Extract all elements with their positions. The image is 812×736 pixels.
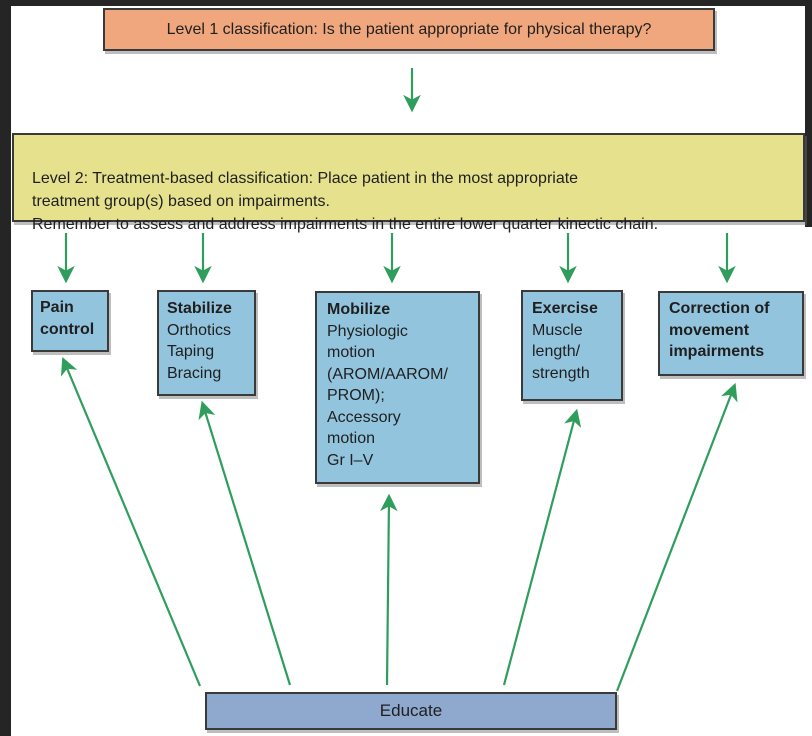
- arrow-educate-to-correction-icon: [615, 382, 738, 692]
- treatment-details: Muscle length/ strength: [532, 321, 590, 382]
- treatment-details: Orthotics Taping Bracing: [167, 321, 232, 382]
- treatment-box-mobilize: Mobilize Physiologic motion (AROM/AAROM/…: [315, 291, 480, 484]
- level2-classification-box: Level 2: Treatment-based classification:…: [12, 133, 805, 233]
- treatment-title: Mobilize: [327, 301, 391, 318]
- treatment-box-stabilize: Stabilize Orthotics Taping Bracing: [157, 290, 256, 396]
- treatment-title: Correction of movement impairments: [669, 300, 770, 360]
- educate-label: Educate: [379, 701, 443, 720]
- treatment-box-pain-control: Pain control: [31, 290, 109, 352]
- treatment-title: Pain control: [40, 299, 95, 338]
- arrow-educate-to-pain-control-icon: [60, 356, 202, 687]
- arrow-educate-to-exercise-icon: [502, 408, 582, 686]
- treatment-title: Stabilize: [167, 300, 232, 317]
- treatment-box-correction-of-movement-impairments: Correction of movement impairments: [658, 291, 804, 376]
- treatment-details: Physiologic motion (AROM/AAROM/ PROM); A…: [327, 322, 448, 469]
- educate-box: Educate: [205, 692, 617, 730]
- treatment-box-exercise: Exercise Muscle length/ strength: [521, 290, 623, 401]
- arrow-educate-to-mobilize-icon: [380, 493, 398, 686]
- treatment-title: Exercise: [532, 300, 598, 317]
- frame-edge-left: [0, 0, 11, 736]
- level2-classification-text: Level 2: Treatment-based classification:…: [32, 170, 659, 233]
- arrow-educate-to-stabilize-icon: [198, 400, 292, 686]
- level1-classification-text: Level 1 classification: Is the patient a…: [166, 20, 652, 38]
- level1-classification-box: Level 1 classification: Is the patient a…: [103, 8, 715, 51]
- frame-edge-top: [0, 0, 812, 6]
- frame-edge-right: [805, 0, 812, 227]
